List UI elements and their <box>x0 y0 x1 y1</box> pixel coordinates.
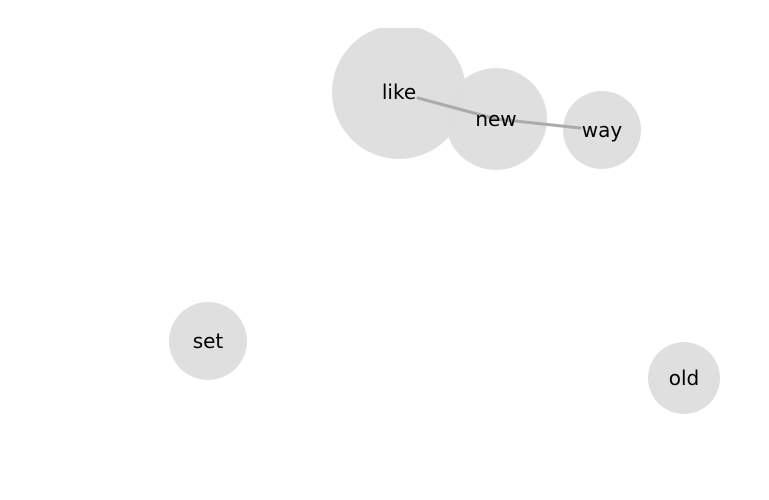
node-label-new: new <box>475 107 516 131</box>
edges-layer <box>416 96 582 130</box>
node-label-way: way <box>582 118 623 142</box>
labels-layer: like new way set old <box>193 80 700 390</box>
node-old <box>648 342 720 414</box>
node-circle-set <box>169 302 247 380</box>
node-set <box>169 302 247 380</box>
node-label-old: old <box>669 366 700 390</box>
node-like <box>332 28 466 159</box>
node-circle-way <box>563 91 641 169</box>
node-circle-like <box>332 28 466 159</box>
edge-new-way <box>494 117 582 130</box>
edge-like-new <box>416 96 498 121</box>
node-circle-old <box>648 342 720 414</box>
node-label-set: set <box>193 329 224 353</box>
node-way <box>563 91 641 169</box>
node-label-like: like <box>382 80 416 104</box>
nodes-layer <box>169 28 720 414</box>
